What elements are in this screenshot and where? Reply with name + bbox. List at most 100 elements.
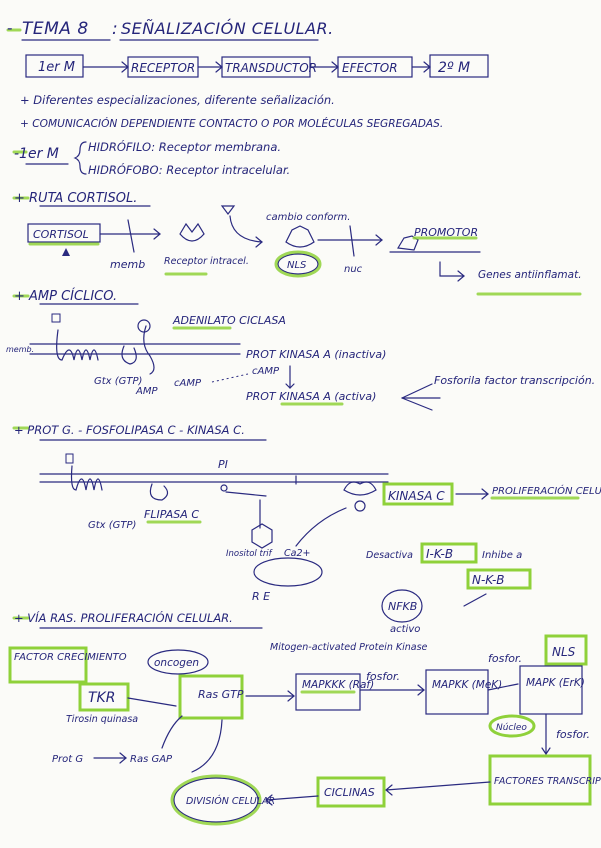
- factor-box: [8, 646, 88, 684]
- cortisol-box-label: CORTISOL: [33, 228, 89, 241]
- cortisol-molecule-icon: [62, 248, 70, 256]
- amp-branch-arrow-3: [401, 397, 433, 411]
- mapk-box: [519, 665, 583, 715]
- re-ellipse: [253, 557, 323, 587]
- genes-arrowhead: [457, 270, 465, 282]
- mapkk-to-mapk-arrow: [487, 683, 519, 691]
- cortisol-promotor-label: PROMOTOR: [414, 226, 478, 239]
- pip2-icon: [220, 484, 228, 492]
- title-name: SEÑALIZACIÓN CELULAR.: [121, 19, 334, 38]
- chain-label-5: 2º M: [438, 60, 470, 76]
- cortisol-genes-label: Genes antiinflamat.: [478, 269, 582, 281]
- ras-rasgap-label: Ras GAP: [130, 754, 173, 765]
- plc-kinasa-label: KINASA C: [388, 489, 445, 503]
- chain-box-5: [429, 54, 489, 78]
- ras-fosfor3-label: fosfor.: [556, 728, 590, 741]
- plc-section: + PROT G. - FOSFOLIPASA C - KINASA C. PI…: [12, 423, 601, 635]
- ras-to-rasgap-arrow: [191, 719, 223, 773]
- ca-arrow: [295, 507, 347, 547]
- receptor-changed-icon: [285, 225, 315, 248]
- amp-pka-inactive: PROT KINASA A (inactiva): [246, 348, 386, 361]
- cortisol-curve-arrow: [229, 215, 263, 243]
- title-block: - TEMA 8 : SEÑALIZACIÓN CELULAR.: [6, 19, 334, 41]
- ras-nls-label: NLS: [552, 645, 576, 659]
- plc-re-label: R E: [252, 590, 270, 603]
- gprotein-icon: [121, 345, 137, 365]
- cortisol-cambio-label: cambio conform.: [266, 212, 350, 223]
- plc-arrow-1: [225, 491, 267, 497]
- tkr-to-ras-arrow: [127, 697, 177, 707]
- mapkkk-to-mapkk-arrowhead: [417, 684, 425, 696]
- chain-label-2: RECEPTOR: [131, 61, 195, 75]
- amp-adenilato-label: ADENILATO CICLASA: [172, 314, 286, 327]
- division-cloud: [173, 777, 259, 823]
- plc-nkb-label: N-K-B: [472, 573, 505, 587]
- ras-protg-label: Prot G: [52, 754, 83, 765]
- mapk-to-factores-arrowhead: [541, 747, 551, 756]
- amp-camp2-label: cAMP: [252, 366, 280, 377]
- amp-dotted-link: [211, 373, 249, 383]
- cortisol-memb-label: memb: [110, 258, 145, 271]
- ras-gtp-box: [178, 674, 244, 720]
- ikb-highlight-box: [420, 542, 478, 564]
- title-tema: TEMA 8: [22, 19, 89, 39]
- ras-section: + VÍA RAS. PROLIFERACIÓN CELULAR. FACTOR…: [8, 610, 601, 826]
- ras-to-mapkkk-arrowhead: [287, 690, 295, 702]
- plc-proliferacion-label: PROLIFERACIÓN CELULAR: [492, 484, 601, 497]
- primer-m-brace: [73, 141, 87, 175]
- bullet-1: + Diferentes especializaciones, diferent…: [20, 93, 335, 107]
- ras-mapkkk-label: MAPKKK (Raf): [302, 679, 374, 691]
- plc-ca-label: Ca2+: [284, 548, 310, 559]
- amp-fosforila-label: Fosforila factor transcripción.: [434, 374, 595, 387]
- plc-ikb-label: I-K-B: [426, 547, 453, 561]
- amp-section: + AMP CÍCLICO. ADENILATO CICLASA memb. G…: [6, 288, 595, 411]
- plc-flipasa-label: FLIPASA C: [144, 508, 199, 521]
- bullet-2: + COMUNICACIÓN DEPENDIENTE CONTACTO O PO…: [20, 117, 443, 130]
- amp-heading: + AMP CÍCLICO.: [14, 288, 117, 304]
- amp-arrowhead-down: [285, 383, 295, 389]
- ras-tirosin-label: Tirosin quinasa: [66, 714, 138, 725]
- chain-label-3: TRANSDUCTOR: [225, 61, 317, 75]
- cortisol-arrowhead-2: [375, 234, 383, 246]
- primer-m-item-1: HIDRÓFILO: Receptor membrana.: [88, 139, 281, 154]
- ras-mapk-label: MAPK (ErK): [526, 677, 585, 689]
- plc-ligand-icon: [65, 453, 74, 464]
- plc-nfkb-label: NFKB: [388, 600, 417, 613]
- genes-arrow: [439, 261, 465, 277]
- cortisol-nuc-label: nuc: [344, 264, 363, 275]
- plc-inhibe-label: Inhibe a: [482, 550, 522, 561]
- ras-nucleo-label: Núcleo: [496, 723, 527, 733]
- ras-factores-label: FACTORES TRANSCRIPCIÓN: [494, 775, 601, 787]
- cortisol-curve-arrowhead: [255, 236, 263, 248]
- tkr-box: [78, 682, 130, 712]
- ras-division-label: DIVISIÓN CELULAR: [186, 795, 275, 807]
- title-colon: :: [112, 19, 118, 39]
- kinasa-c-highlight-box: [382, 482, 454, 506]
- factores-box: [488, 754, 592, 806]
- ras-rasgtp-label: Ras GTP: [198, 688, 244, 701]
- ciclinas-to-division-arrowhead: [265, 794, 273, 806]
- ras-tkr-label: TKR: [88, 690, 115, 706]
- nfkb-ellipse: [381, 589, 423, 623]
- plc-receptor-icon: [70, 465, 103, 491]
- ras-oncogen-label: oncogen: [154, 657, 199, 669]
- nls-box: [544, 634, 588, 666]
- gpcr-receptor-icon: [56, 329, 99, 361]
- nkb-arrow: [463, 593, 487, 607]
- chain-box-1: [25, 54, 84, 78]
- factores-to-ciclinas-arrow: [385, 781, 491, 791]
- cortisol-heading: + RUTA CORTISOL.: [14, 191, 137, 206]
- ras-fosfor2-label: fosfor.: [488, 652, 522, 665]
- title-dash: -: [7, 19, 12, 37]
- plc-activo-label: activo: [390, 624, 420, 635]
- cyclase-head-icon: [137, 319, 151, 333]
- amp-branch-arrow-1: [401, 383, 433, 399]
- amp-memb-label: memb.: [6, 345, 34, 354]
- cortisol-nls-label: NLS: [287, 260, 307, 271]
- nuclear-membrane-line: [349, 225, 355, 257]
- amp-camp-label: cAMP: [174, 378, 202, 389]
- amp-pka-active: PROT KINASA A (activa): [246, 390, 376, 403]
- inositol-icon: [251, 523, 273, 549]
- amp-amp-label: AMP: [135, 386, 158, 397]
